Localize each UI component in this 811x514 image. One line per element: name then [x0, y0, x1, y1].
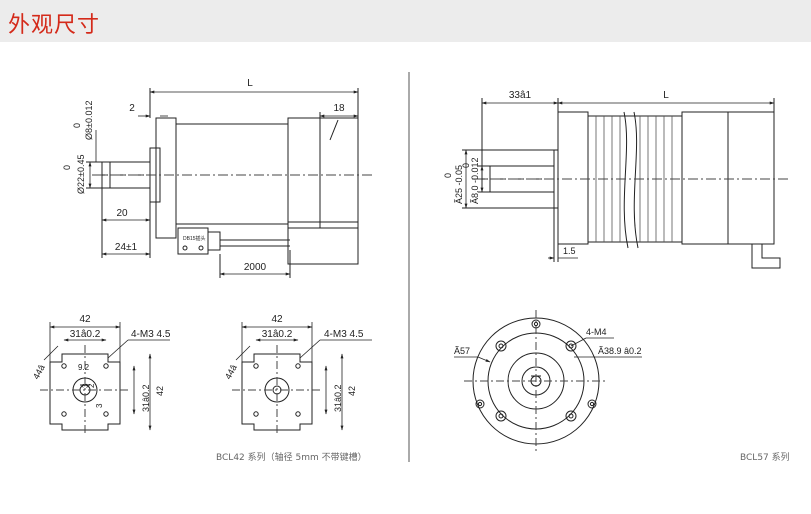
bcl42-side-view — [86, 88, 372, 278]
bcl57-front-view — [464, 310, 608, 452]
bcl42-f2-h31: 31â0.2 — [333, 384, 343, 412]
bcl57-caption: BCL57 系列 — [740, 451, 790, 463]
bcl42-boss-tol: 0 — [62, 165, 72, 170]
bcl42-f1-shaft-b: 3 — [81, 383, 90, 388]
bcl42-front-view-2 — [232, 345, 322, 436]
bcl42-f1-diag: 44â — [31, 363, 47, 381]
bcl42-front-view-1 — [40, 345, 130, 436]
bcl42-boss-dia: Ø22±0.45 — [76, 155, 86, 194]
bcl42-f2-diag: 44â — [223, 363, 239, 381]
bcl42-front1-dims — [43, 322, 170, 431]
bcl57-dia8: Ã8.0 -0.012 — [470, 157, 480, 204]
bcl42-f1-h31: 31â0.2 — [141, 384, 151, 412]
bcl42-shaft-dia: Ø8±0.012 — [84, 101, 94, 140]
bcl42-shaft-tol: 0 — [72, 123, 82, 128]
bcl57-length-label: L — [663, 90, 669, 101]
bcl42-f1-shaft-a: 9.2 — [78, 363, 90, 372]
bcl57-dia25: Ã25 -0.05 — [454, 165, 464, 204]
bcl42-f1-shaft-c: 2 — [87, 383, 96, 388]
bcl42-caption: BCL42 系列（轴径 5mm 不带键槽） — [216, 451, 367, 463]
bcl57-front-dims — [454, 337, 642, 363]
section-header: 外观尺寸 — [0, 0, 811, 42]
bcl42-f2-w42: 42 — [271, 314, 283, 325]
bcl42-f2-h42: 42 — [347, 386, 357, 396]
bcl42-f1-w31: 31â0.2 — [70, 329, 101, 340]
bcl42-length-label: L — [247, 78, 253, 89]
bcl57-dim-33: 33â1 — [509, 90, 532, 101]
bcl42-f2-w31: 31â0.2 — [262, 329, 293, 340]
bcl42-dim-18: 18 — [333, 103, 345, 114]
bcl42-f2-holes: 4-M3 4.5 — [324, 329, 364, 340]
bcl57-side-dims — [464, 101, 775, 260]
bcl57-zero-2: 0 — [461, 163, 471, 168]
bcl57-pcd: Ã38.9 â0.2 — [598, 346, 642, 356]
bcl42-f1-shaft-d: 3 — [95, 403, 104, 408]
section-title: 外观尺寸 — [8, 13, 101, 38]
bcl57-dia57: Ã57 — [454, 346, 470, 356]
bcl42-f1-w42: 42 — [79, 314, 91, 325]
bcl42-connector-label: DB15插头 — [183, 235, 206, 242]
bcl42-side-dims — [88, 90, 359, 276]
bcl57-zero-1: 0 — [443, 173, 453, 178]
bcl42-f1-holes: 4-M3 4.5 — [131, 329, 171, 340]
bcl57-holes: 4-M4 — [586, 327, 607, 337]
bcl42-dim-24: 24±1 — [115, 242, 138, 253]
bcl57-side-view — [462, 98, 790, 269]
bcl42-dim-2: 2 — [129, 103, 135, 114]
bcl57-dim-15: 1.5 — [563, 246, 576, 256]
bcl42-front2-dims — [235, 322, 372, 431]
bcl42-f1-h42: 42 — [155, 386, 165, 396]
bcl42-dim-20: 20 — [116, 208, 128, 219]
bcl42-cable-length: 2000 — [244, 262, 267, 273]
